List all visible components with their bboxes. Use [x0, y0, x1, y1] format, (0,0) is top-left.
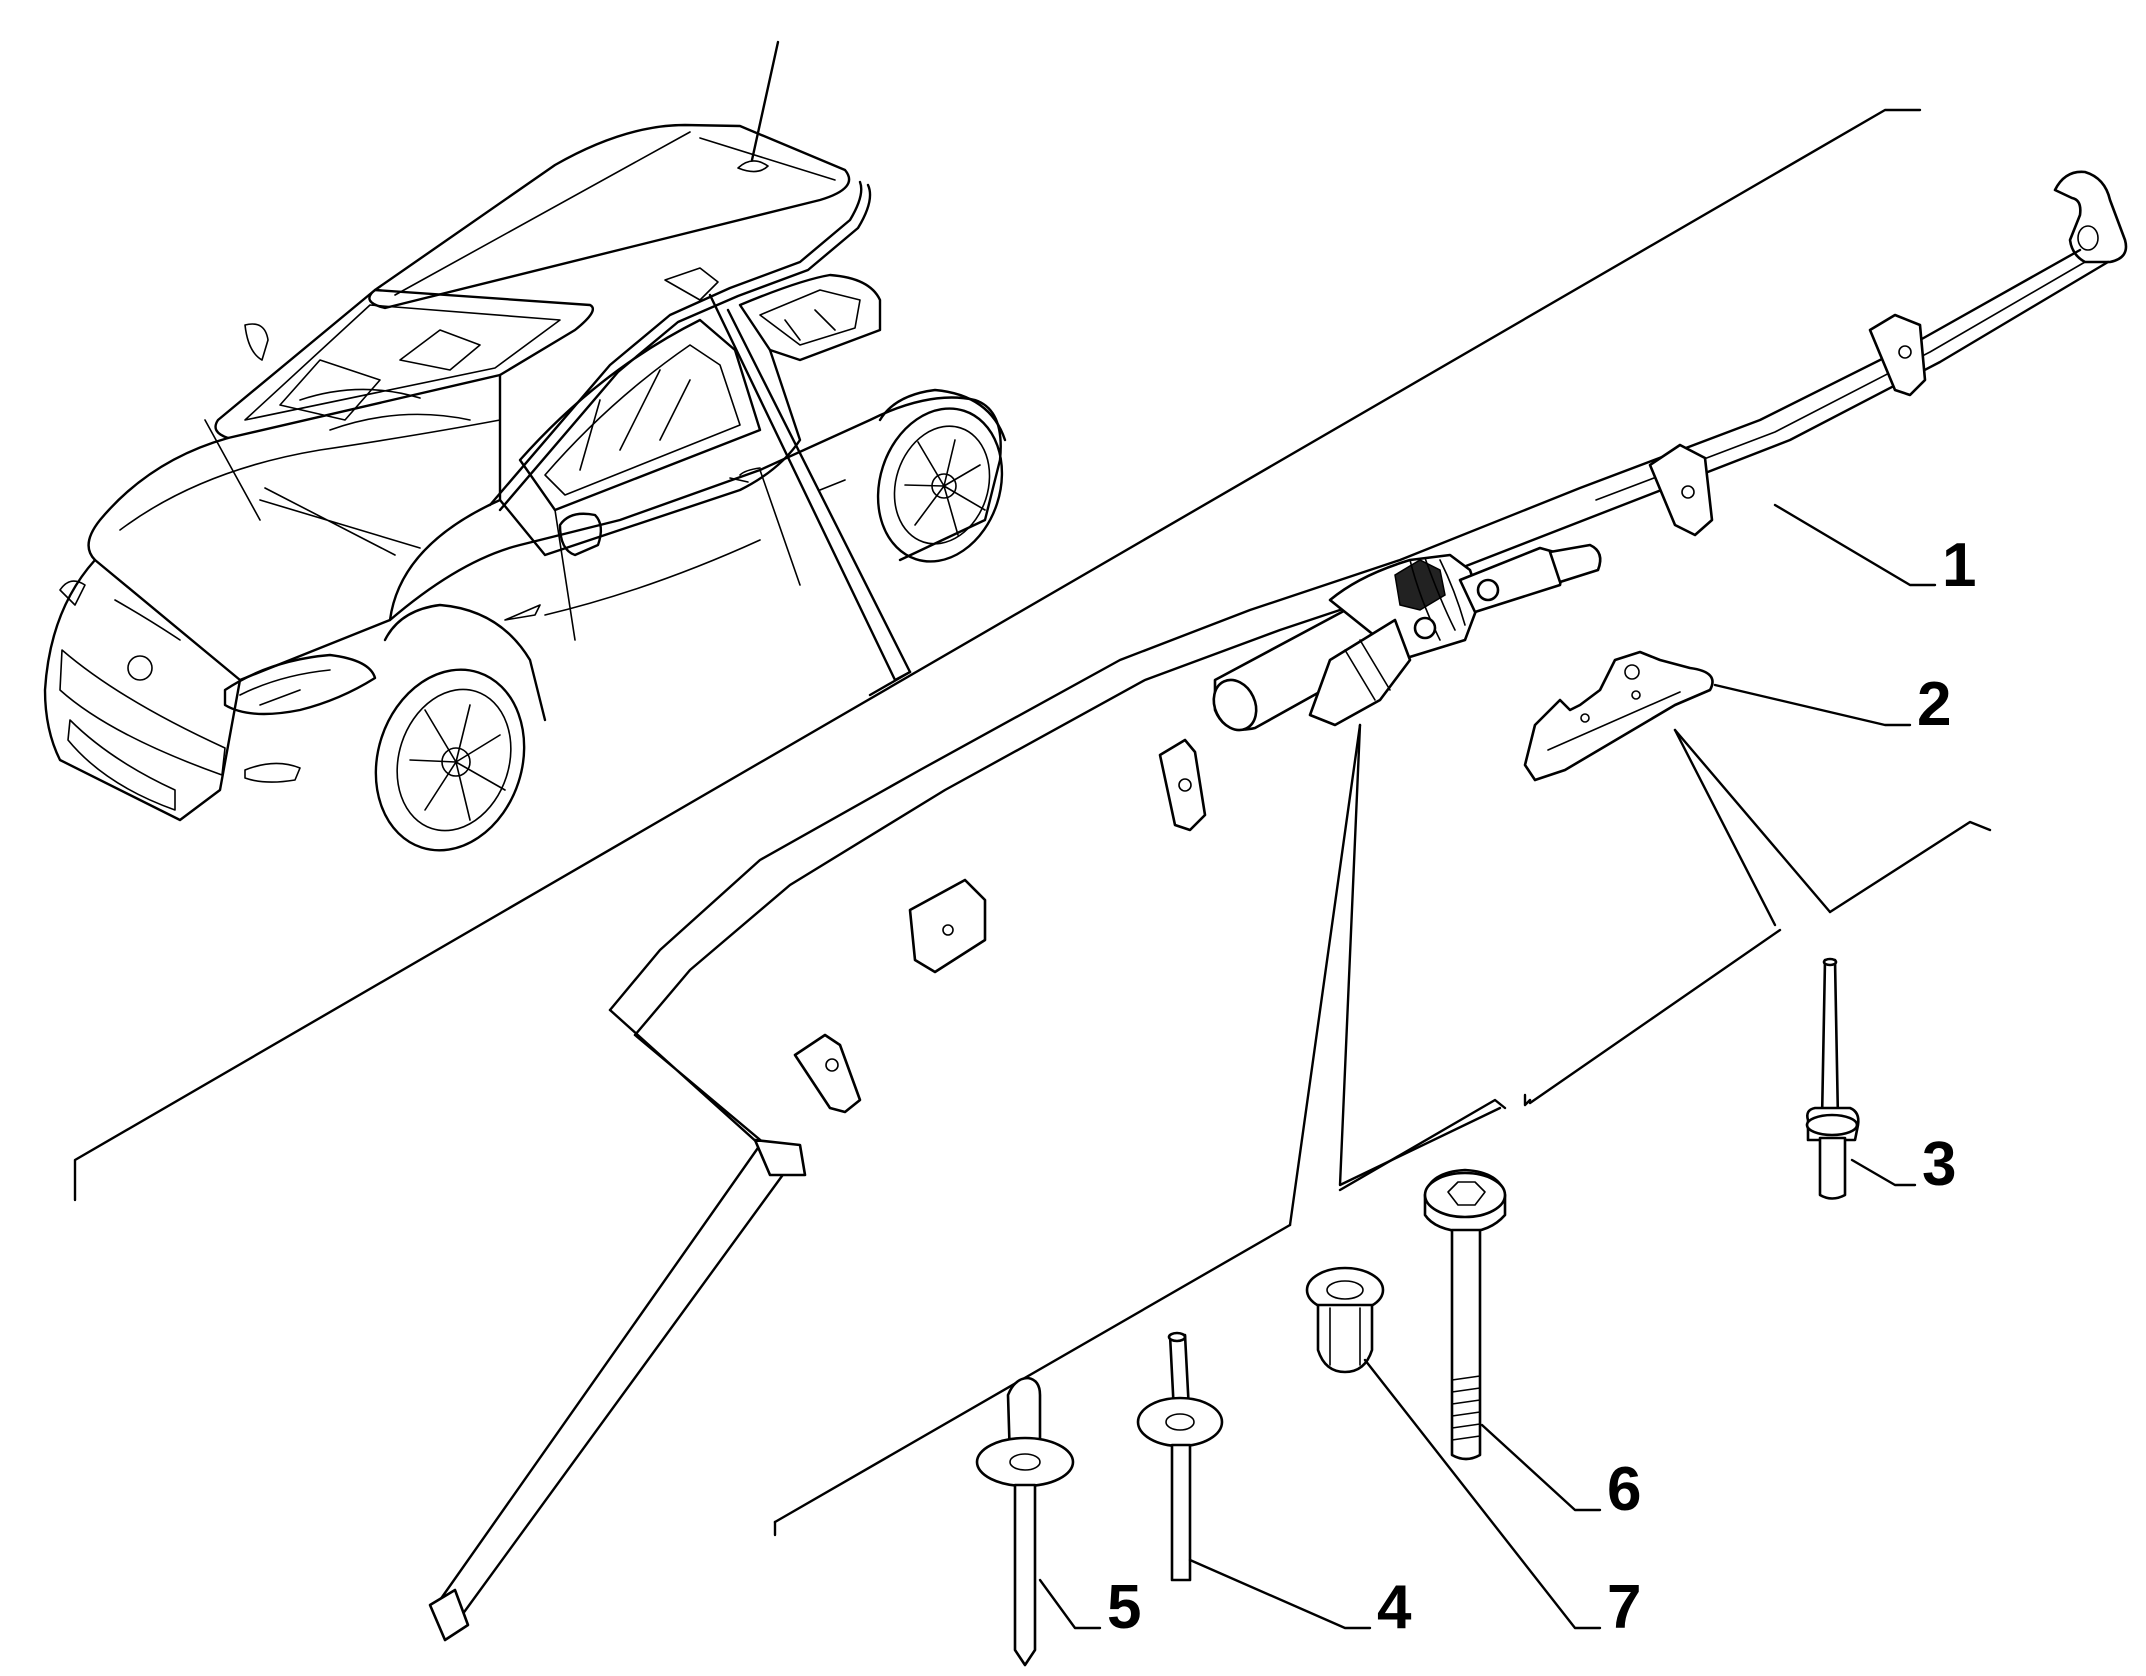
callout-numbers: 1 2 3 4 5 6 7 — [1107, 531, 1976, 1642]
car-airbag-highlight — [488, 180, 863, 507]
bracket-part-2 — [1523, 650, 1714, 782]
curtain-airbag-part-1 — [428, 170, 2128, 1642]
callout-2: 2 — [1917, 670, 1951, 739]
leader-5 — [1038, 1578, 1102, 1630]
callout-7: 7 — [1607, 1573, 1641, 1642]
leader-3 — [1850, 1158, 1917, 1187]
leader-lines — [1038, 503, 1937, 1630]
callout-5: 5 — [1107, 1573, 1141, 1642]
leader-6 — [1480, 1423, 1602, 1512]
car-illustration — [43, 40, 1007, 852]
bolt-part-6 — [1423, 1168, 1507, 1461]
antenna — [750, 40, 780, 162]
rivet-part-5 — [975, 1376, 1075, 1667]
leader-2 — [1713, 683, 1912, 727]
leader-1 — [1773, 503, 1937, 587]
callout-3: 3 — [1922, 1130, 1956, 1199]
airbag-bracket — [793, 313, 1927, 1114]
leader-4 — [1188, 1558, 1372, 1630]
callout-1: 1 — [1942, 531, 1976, 600]
callout-4: 4 — [1377, 1573, 1412, 1642]
rivet-part-3 — [1805, 957, 1860, 1200]
nut-part-7 — [1305, 1266, 1385, 1374]
leader-7 — [1363, 1358, 1602, 1630]
section-frame-lines — [73, 108, 1992, 1537]
callout-6: 6 — [1607, 1455, 1641, 1524]
rivet-part-4 — [1136, 1331, 1224, 1582]
